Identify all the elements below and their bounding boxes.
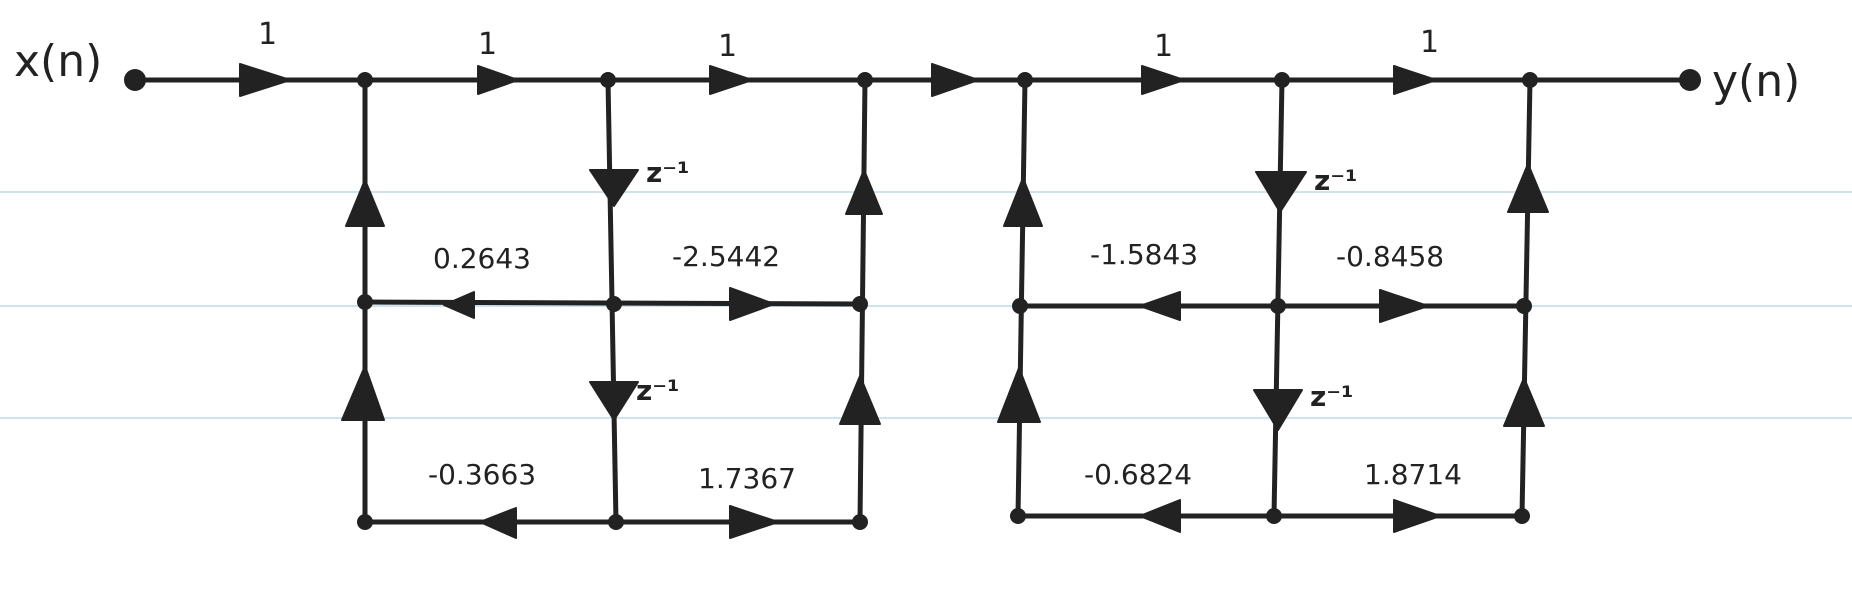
- right-arrow: [1393, 499, 1441, 533]
- up-arrow: [1503, 377, 1545, 427]
- forward-arrow-5: [1141, 65, 1185, 95]
- node: [1010, 508, 1026, 524]
- up-arrow: [845, 169, 883, 215]
- forward-arrow-6: [1393, 65, 1437, 95]
- node: [852, 296, 868, 312]
- forward-arrow-4: [931, 63, 979, 97]
- node: [1270, 298, 1286, 314]
- lattice-section-2: [997, 72, 1549, 533]
- node: [357, 294, 373, 310]
- left-arrow: [479, 507, 517, 539]
- left-arrow: [443, 291, 475, 319]
- up-arrow: [345, 179, 385, 227]
- labels: x(n) y(n) 1 1 1 1 1 z⁻¹ z⁻¹ z⁻¹ z⁻¹ 0.26…: [14, 17, 1800, 495]
- up-arrow: [839, 375, 881, 425]
- node: [357, 72, 373, 88]
- forward-gain-label: 1: [718, 29, 737, 64]
- forward-arrow-3: [709, 65, 753, 95]
- delay-arrow: [1255, 171, 1307, 213]
- node: [1514, 508, 1530, 524]
- forward-gain-label: 1: [258, 17, 277, 52]
- section1-mid-right-gain: -2.5442: [672, 240, 780, 273]
- forward-gain-label: 1: [478, 27, 497, 62]
- right-arrow: [1379, 289, 1429, 323]
- up-arrow: [341, 365, 385, 421]
- section1-bottom-left-gain: -0.3663: [428, 458, 536, 491]
- delay-label: z⁻¹: [1314, 164, 1357, 197]
- forward-gain-label: 1: [1420, 25, 1439, 60]
- notebook-lines: [0, 191, 1852, 419]
- input-terminal: [124, 69, 146, 91]
- right-arrow: [729, 287, 775, 321]
- left-arrow: [1139, 499, 1181, 533]
- node: [606, 296, 622, 312]
- node: [1266, 508, 1282, 524]
- node: [600, 72, 616, 88]
- delay-label: z⁻¹: [646, 156, 689, 189]
- section1-bottom-right-gain: 1.7367: [698, 462, 796, 495]
- up-arrow: [1507, 163, 1549, 213]
- node: [1017, 72, 1033, 88]
- section1-mid-left-gain: 0.2643: [433, 242, 531, 275]
- node: [852, 514, 868, 530]
- forward-arrow-1: [239, 63, 291, 97]
- node: [608, 514, 624, 530]
- output-terminal: [1679, 69, 1701, 91]
- forward-path: [124, 63, 1701, 97]
- section2-mid-right-gain: -0.8458: [1336, 240, 1444, 273]
- delay-label: z⁻¹: [636, 374, 679, 407]
- delay-arrow: [589, 169, 639, 207]
- node: [857, 72, 873, 88]
- node: [357, 514, 373, 530]
- node: [1274, 72, 1290, 88]
- up-arrow: [997, 367, 1041, 423]
- section2-bottom-right-gain: 1.8714: [1364, 458, 1462, 491]
- forward-arrow-2: [477, 65, 519, 95]
- section2-bottom-left-gain: -0.6824: [1084, 458, 1192, 491]
- input-label: x(n): [14, 36, 102, 87]
- output-label: y(n): [1712, 56, 1800, 107]
- left-arrow: [1139, 291, 1181, 321]
- up-arrow: [1003, 177, 1043, 227]
- forward-gain-label: 1: [1154, 29, 1173, 64]
- node: [1522, 72, 1538, 88]
- right-arrow: [729, 505, 779, 539]
- delay-label: z⁻¹: [1310, 380, 1353, 413]
- section2-mid-left-gain: -1.5843: [1090, 238, 1198, 271]
- node: [1516, 298, 1532, 314]
- node: [1012, 298, 1028, 314]
- delay-arrow: [1253, 389, 1303, 431]
- delay-arrow: [589, 381, 639, 421]
- lattice-section-1: [341, 72, 883, 539]
